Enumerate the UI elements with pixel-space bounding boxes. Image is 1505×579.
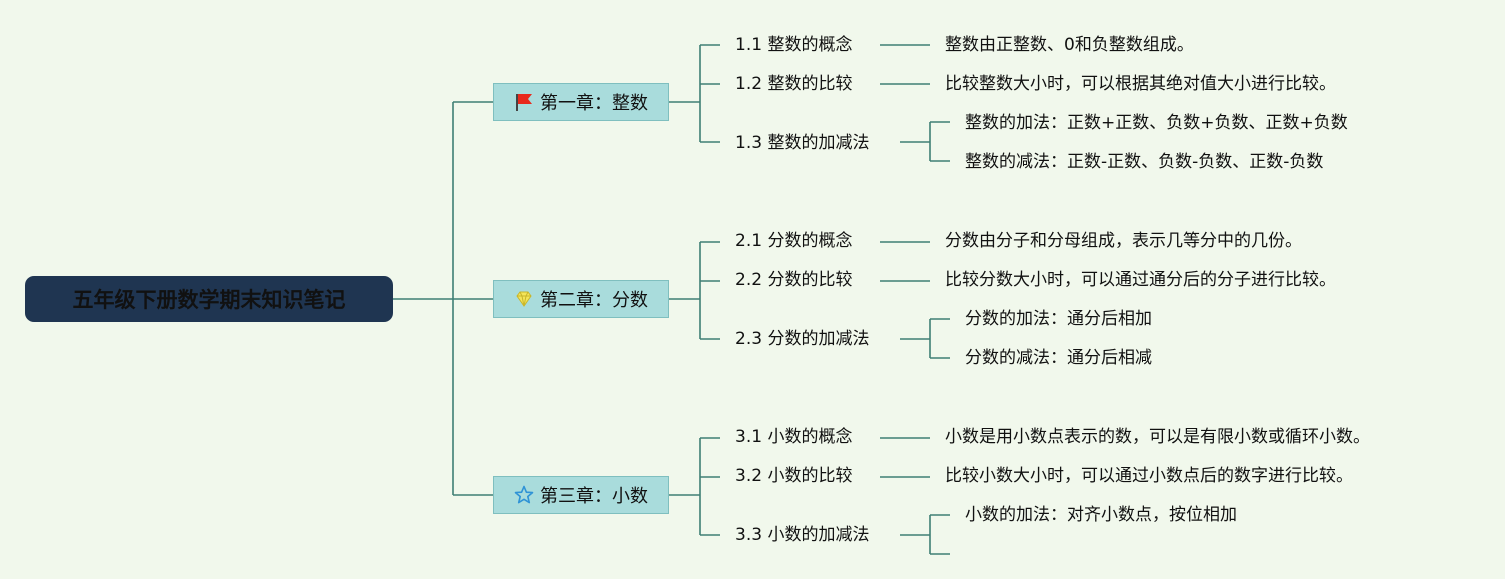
red-flag-icon (514, 92, 534, 112)
section-3-2[interactable]: 3.2 小数的比较 (735, 466, 853, 486)
diamond-icon (514, 289, 534, 309)
section-1-3[interactable]: 1.3 整数的加减法 (735, 133, 870, 153)
section-1-2[interactable]: 1.2 整数的比较 (735, 74, 853, 94)
chapter-2-label: 第二章：分数 (540, 290, 648, 311)
section-2-1-desc[interactable]: 分数由分子和分母组成，表示几等分中的几份。 (945, 231, 1302, 251)
section-3-1[interactable]: 3.1 小数的概念 (735, 427, 853, 447)
section-1-3-child-1[interactable]: 整数的加法：正数+正数、负数+负数、正数+负数 (965, 113, 1348, 133)
section-2-3-child-2[interactable]: 分数的减法：通分后相减 (965, 348, 1152, 368)
section-2-1[interactable]: 2.1 分数的概念 (735, 231, 853, 251)
chapter-1-label: 第一章：整数 (540, 93, 648, 114)
section-3-1-desc[interactable]: 小数是用小数点表示的数，可以是有限小数或循环小数。 (945, 427, 1370, 447)
chapter-3-topic[interactable]: 第三章：小数 (493, 476, 669, 514)
section-2-3[interactable]: 2.3 分数的加减法 (735, 329, 870, 349)
chapter-3-label: 第三章：小数 (540, 486, 648, 507)
section-2-2-desc[interactable]: 比较分数大小时，可以通过通分后的分子进行比较。 (945, 270, 1336, 290)
root-topic-label: 五年级下册数学期末知识笔记 (72, 288, 346, 312)
root-topic[interactable]: 五年级下册数学期末知识笔记 (25, 276, 393, 322)
chapter-1-topic[interactable]: 第一章：整数 (493, 83, 669, 121)
section-1-3-child-2[interactable]: 整数的减法：正数-正数、负数-负数、正数-负数 (965, 152, 1324, 172)
star-icon (514, 485, 534, 505)
section-3-2-desc[interactable]: 比较小数大小时，可以通过小数点后的数字进行比较。 (945, 466, 1353, 486)
section-1-1[interactable]: 1.1 整数的概念 (735, 35, 853, 55)
chapter-2-topic[interactable]: 第二章：分数 (493, 280, 669, 318)
section-2-2[interactable]: 2.2 分数的比较 (735, 270, 853, 290)
section-3-3-child-1[interactable]: 小数的加法：对齐小数点，按位相加 (965, 505, 1237, 525)
section-2-3-child-1[interactable]: 分数的加法：通分后相加 (965, 309, 1152, 329)
section-1-1-desc[interactable]: 整数由正整数、0和负整数组成。 (945, 35, 1194, 55)
section-3-3[interactable]: 3.3 小数的加减法 (735, 525, 870, 545)
section-1-2-desc[interactable]: 比较整数大小时，可以根据其绝对值大小进行比较。 (945, 74, 1336, 94)
